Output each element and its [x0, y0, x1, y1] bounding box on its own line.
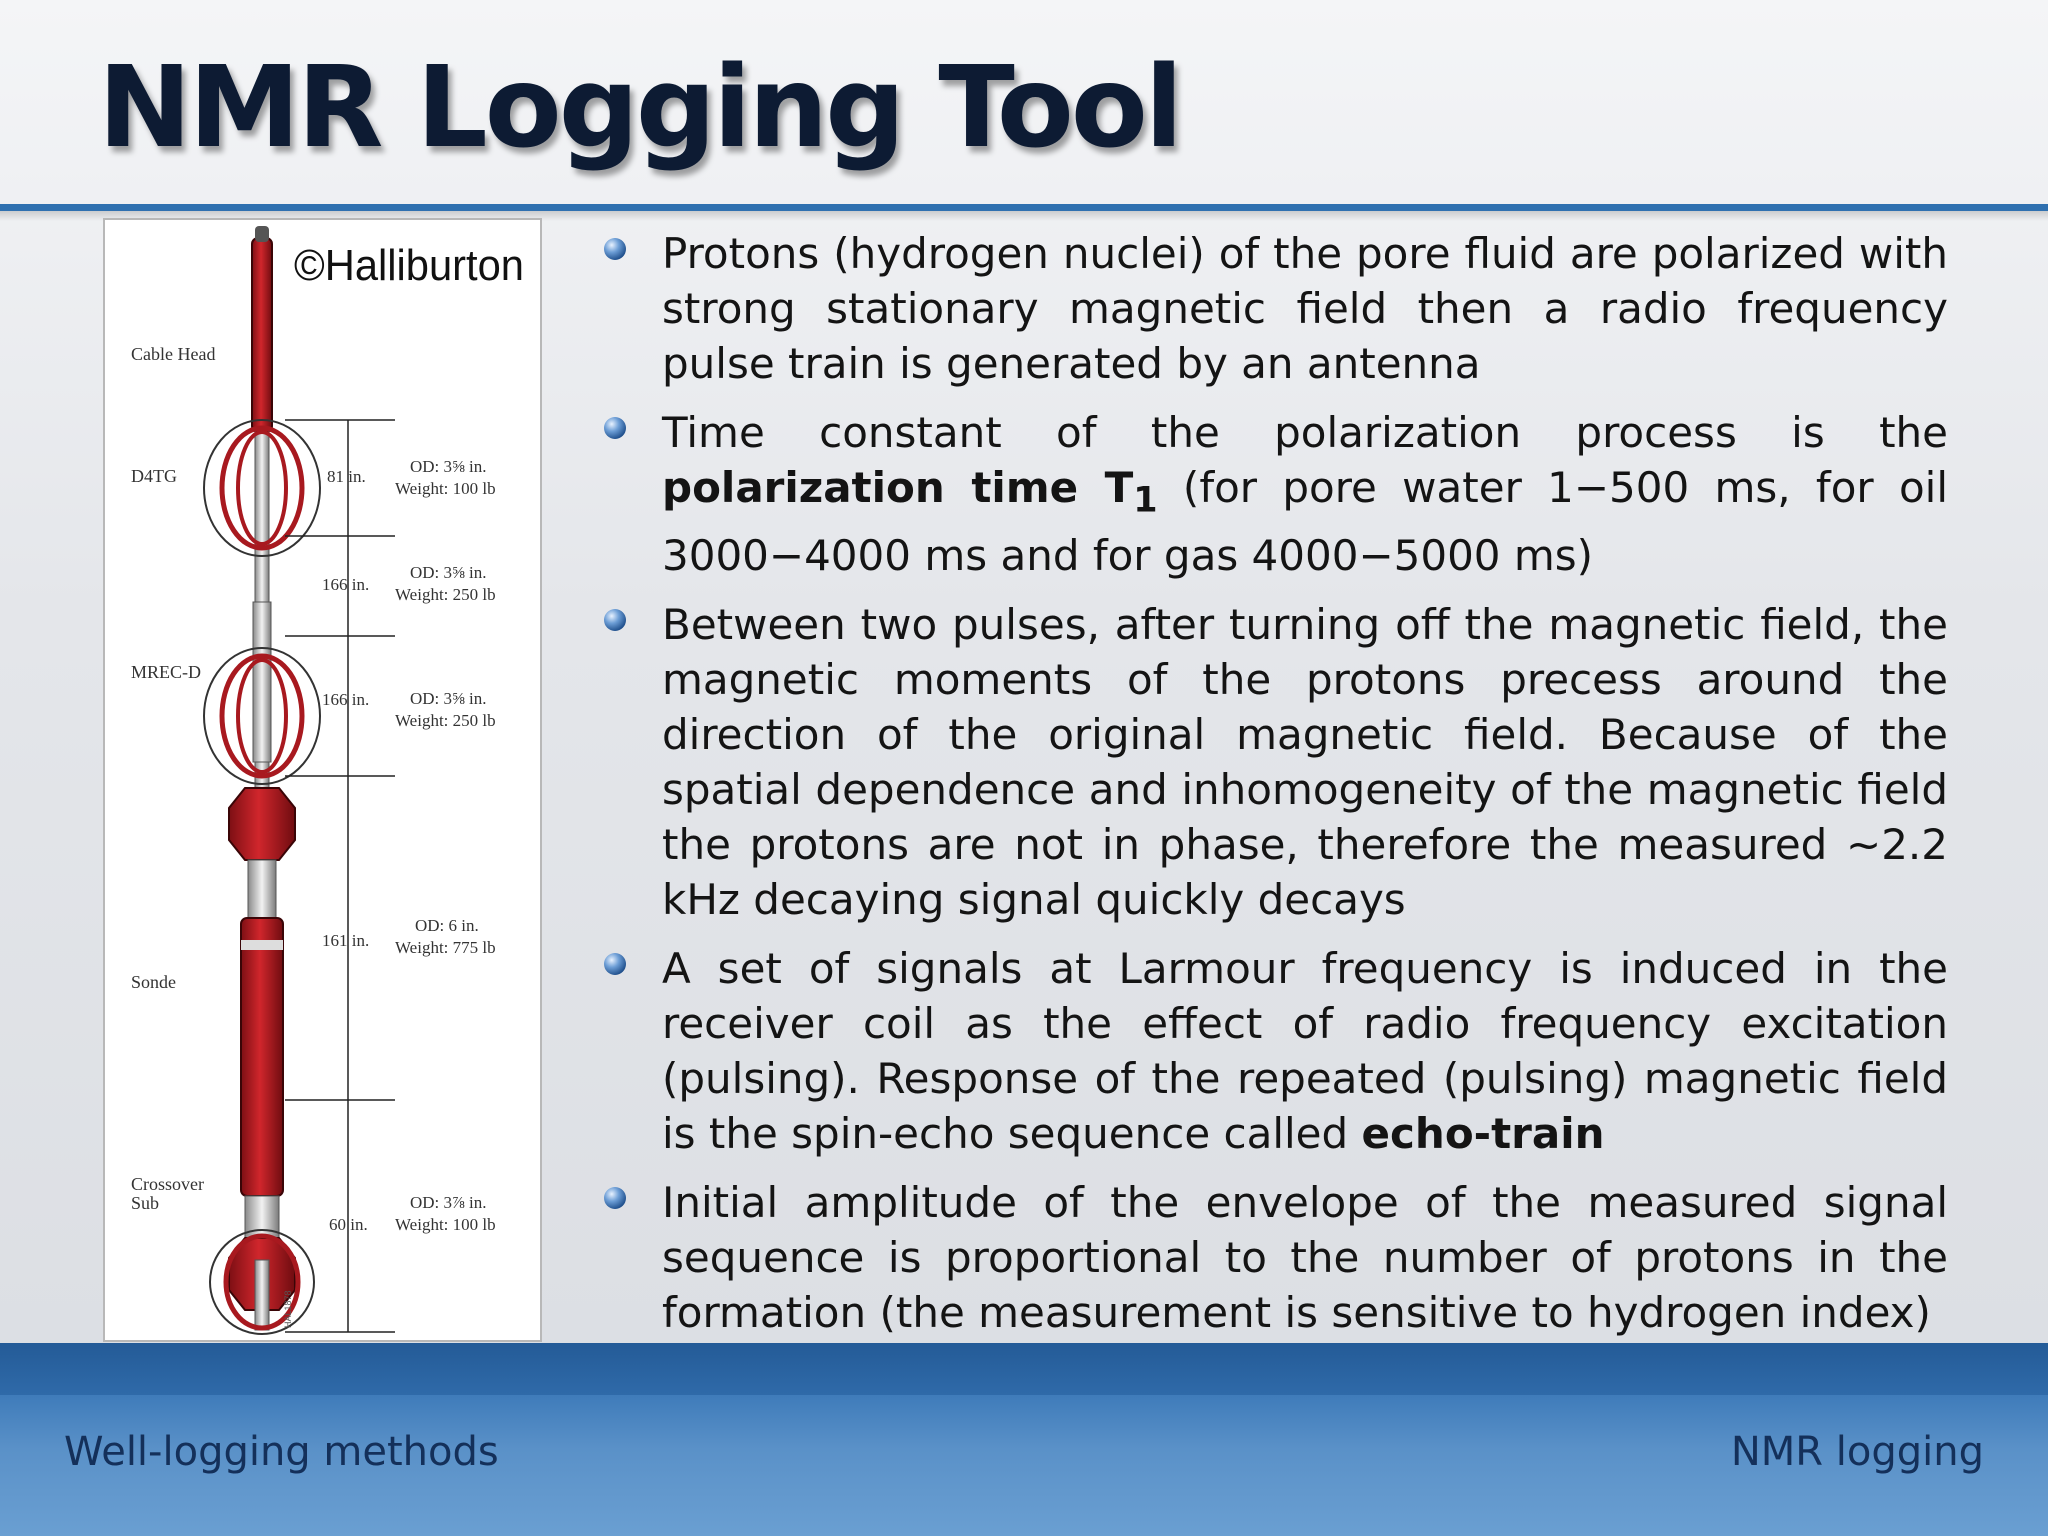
section-name-d4tg: D4TG — [131, 466, 177, 486]
blue-orb-bullet-icon — [604, 238, 626, 260]
length-166a: 166 in. — [322, 575, 369, 594]
section-name-sonde: Sonde — [131, 972, 176, 992]
tool-diagram: ©Halliburton Cable Head D4TG MREC-D Sond… — [103, 218, 542, 1342]
section-name-mrec-d: MREC-D — [131, 662, 201, 682]
od-mrec: OD: 3⅝ in. — [410, 689, 487, 708]
mrec-inner-bow — [219, 653, 305, 779]
bullet-item: Time constant of the polarization proces… — [602, 405, 1948, 583]
bullet-emphasis: polarization time T — [662, 463, 1134, 512]
sonde-collar — [247, 859, 277, 919]
d4tg-inner-bow — [219, 425, 305, 551]
bullet-list: Protons (hydrogen nuclei) of the pore fl… — [602, 226, 1948, 1354]
mrec-inner-bow-2 — [236, 658, 288, 774]
bullet-emphasis: echo-train — [1361, 1109, 1605, 1159]
od-crossover: OD: 3⅞ in. — [410, 1193, 487, 1212]
bullet-text: A set of signals at Larmour frequency is… — [662, 944, 1948, 1159]
crossover-outer-bow — [209, 1229, 315, 1335]
bullet-item: Between two pulses, after turning off th… — [602, 597, 1948, 927]
blue-orb-bullet-icon — [604, 953, 626, 976]
footer: Well-logging methods NMR logging — [0, 1343, 2048, 1536]
blue-orb-bullet-icon — [604, 609, 626, 632]
mid-section — [252, 601, 272, 763]
footer-course-title: Well-logging methods — [64, 1429, 499, 1475]
bullet-text: Initial amplitude of the envelope of the… — [662, 1178, 1948, 1338]
tool-diagram-drawing: ©Halliburton Cable Head D4TG MREC-D Sond… — [131, 226, 524, 1335]
length-166b: 166 in. — [322, 690, 369, 709]
length-161: 161 in. — [322, 931, 369, 950]
cable-head-body — [251, 237, 273, 433]
weight-d4tg: Weight: 100 lb — [395, 479, 496, 498]
od-d4tg: OD: 3⅝ in. — [410, 457, 487, 476]
diagram-stamp: HAL1878 — [283, 1290, 293, 1328]
sonde-band-top — [241, 940, 283, 950]
weight-crossover: Weight: 100 lb — [395, 1215, 496, 1234]
weight-sonde: Weight: 775 lb — [395, 938, 496, 957]
bullet-text: Between two pulses, after turning off th… — [662, 600, 1948, 925]
copyright-label: ©Halliburton — [294, 241, 524, 290]
d4tg-inner-bow-2 — [236, 430, 288, 546]
crossover-body — [254, 1259, 270, 1331]
sonde-body — [240, 917, 284, 1197]
title-divider — [0, 204, 2048, 211]
bullet-text: Time constant of the polarization proces… — [662, 408, 1948, 457]
bullet-item: Protons (hydrogen nuclei) of the pore fl… — [602, 226, 1948, 391]
bullet-text: (for pore water 1−500 ms, for oil 3000−4… — [662, 463, 1948, 581]
title-divider-shadow — [0, 211, 2048, 221]
bullet-text: Protons (hydrogen nuclei) of the pore fl… — [662, 229, 1948, 388]
section-name-cable-head: Cable Head — [131, 344, 215, 364]
length-60: 60 in. — [329, 1215, 368, 1234]
mrec-outer-bow — [203, 647, 321, 785]
d4tg-body — [254, 431, 270, 603]
slide-title: NMR Logging Tool — [98, 43, 1183, 173]
bullet-item: A set of signals at Larmour frequency is… — [602, 941, 1948, 1161]
d4tg-outer-bow — [203, 419, 321, 557]
blue-orb-bullet-icon — [604, 1187, 626, 1210]
bullet-item: Initial amplitude of the envelope of the… — [602, 1175, 1948, 1340]
blue-orb-bullet-icon — [604, 417, 626, 439]
weight-mrec: Weight: 250 lb — [395, 711, 496, 730]
footer-topic: NMR logging — [1730, 1429, 1984, 1475]
bullet-emphasis: 1 — [1133, 480, 1158, 521]
weight-mid: Weight: 250 lb — [395, 585, 496, 604]
od-mid: OD: 3⅝ in. — [410, 563, 487, 582]
upper-knuckle — [228, 787, 296, 861]
crossover-inner-bow — [223, 1233, 301, 1331]
footer-band — [0, 1343, 2048, 1395]
od-sonde: OD: 6 in. — [415, 916, 479, 935]
cable-head-tip — [255, 226, 269, 242]
length-81: 81 in. — [327, 467, 366, 486]
